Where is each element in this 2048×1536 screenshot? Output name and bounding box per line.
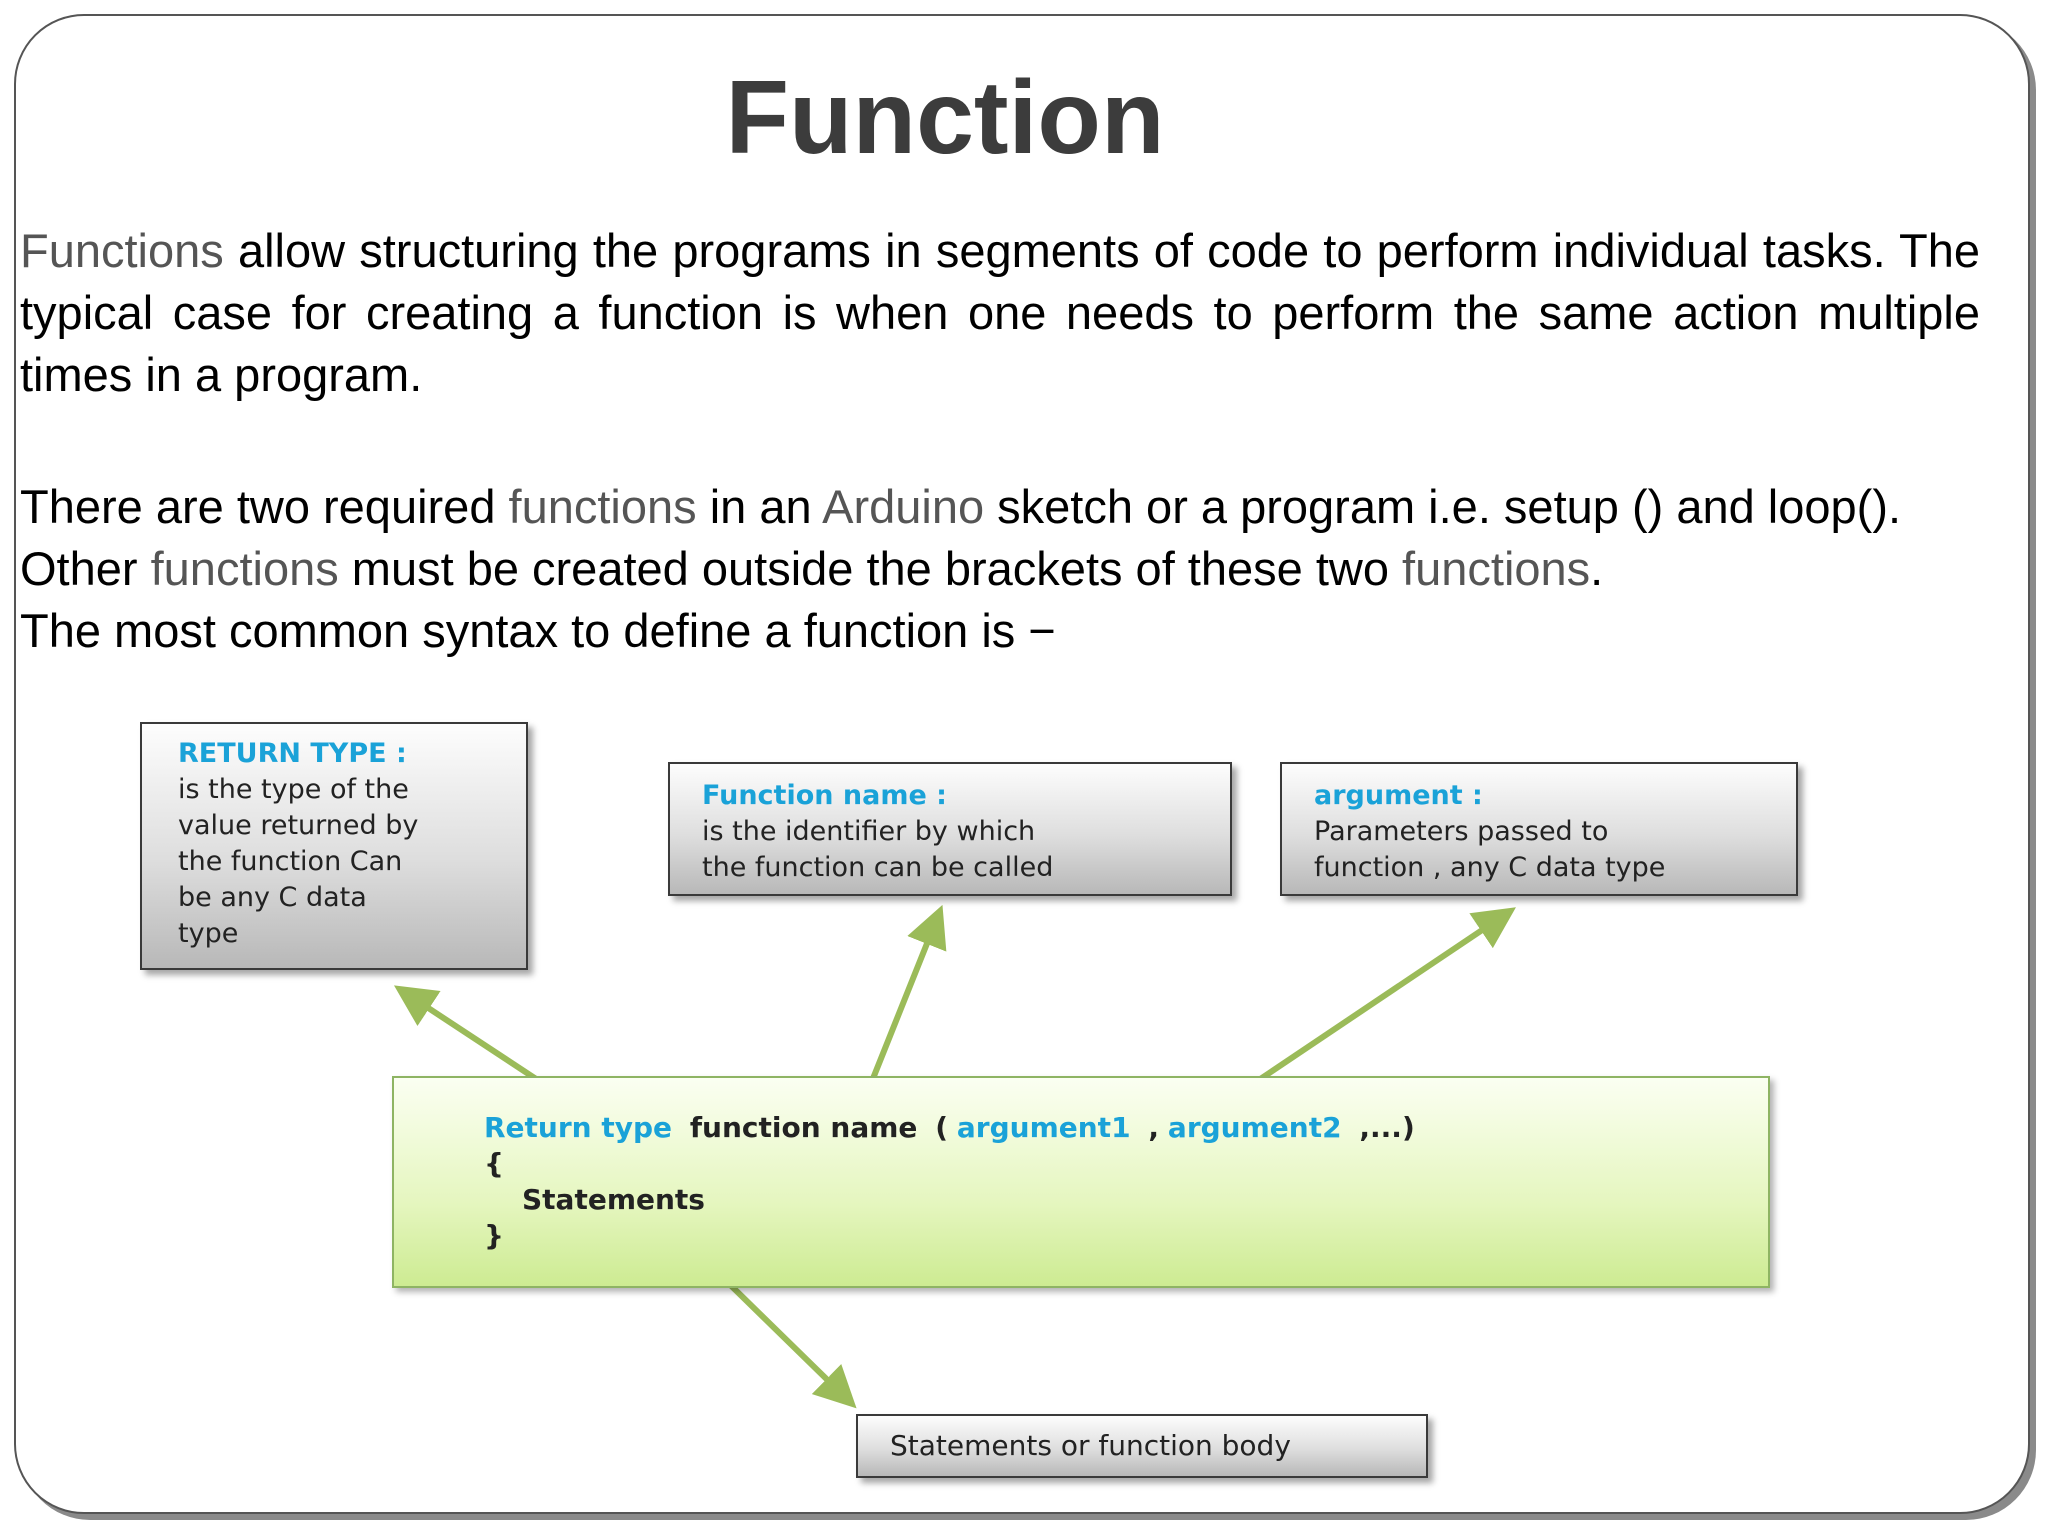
code-function-name: function name <box>689 1111 918 1144</box>
argument-label: argument : <box>1314 780 1483 811</box>
return-type-box: RETURN TYPE : is the type of the value r… <box>140 722 528 970</box>
code-comma: , <box>1148 1111 1160 1144</box>
argument-box: argument : Parameters passed to function… <box>1280 762 1798 896</box>
function-syntax-code-box: Return type function name ( argument1 , … <box>392 1076 1770 1288</box>
p2-text-2: in an <box>696 480 823 533</box>
p2-text-4: must be created outside the brackets of … <box>338 542 1403 595</box>
function-name-line: the function can be called <box>702 852 1054 883</box>
code-close-brace: } <box>484 1219 504 1252</box>
functions-term: Functions <box>20 224 224 277</box>
p2-text-1: There are two required <box>20 480 509 533</box>
return-type-line: type <box>178 918 239 949</box>
slide-title: Function <box>725 60 1165 176</box>
p2-text-3: sketch or a program i.e. setup () and lo… <box>20 480 1902 595</box>
function-body-text: Statements or function body <box>890 1429 1291 1462</box>
return-type-label: RETURN TYPE : <box>178 738 407 769</box>
required-functions-paragraph: There are two required functions in an A… <box>20 476 1980 662</box>
return-type-line: value returned by <box>178 810 419 841</box>
argument-line: function , any C data type <box>1314 852 1666 883</box>
return-type-line: be any C data <box>178 882 367 913</box>
function-name-label: Function name : <box>702 780 947 811</box>
return-type-line: the function Can <box>178 846 403 877</box>
code-return-type: Return type <box>484 1111 673 1144</box>
intro-text: allow structuring the programs in segmen… <box>20 224 1980 401</box>
function-name-box: Function name : is the identifier by whi… <box>668 762 1232 896</box>
code-open-brace: { <box>484 1147 504 1180</box>
code-argument2: argument2 <box>1167 1111 1342 1144</box>
functions-term: functions <box>508 480 697 533</box>
code-argument1: argument1 <box>956 1111 1131 1144</box>
syntax-intro-text: The most common syntax to define a funct… <box>20 604 1056 657</box>
functions-term: functions <box>150 542 339 595</box>
code-signature-line: Return type function name ( argument1 , … <box>484 1110 1768 1146</box>
return-type-line: is the type of the <box>178 774 409 805</box>
arduino-term: Arduino <box>822 480 985 533</box>
p2-text-5: . <box>1590 542 1604 595</box>
intro-paragraph: Functions allow structuring the programs… <box>20 220 1980 406</box>
code-tail: ,...) <box>1359 1111 1415 1144</box>
function-body-box: Statements or function body <box>856 1414 1428 1478</box>
code-open-paren: ( <box>935 1111 948 1144</box>
argument-line: Parameters passed to <box>1314 816 1609 847</box>
code-statements: Statements <box>522 1183 705 1216</box>
function-name-line: is the identifier by which <box>702 816 1036 847</box>
functions-term: functions <box>1402 542 1591 595</box>
